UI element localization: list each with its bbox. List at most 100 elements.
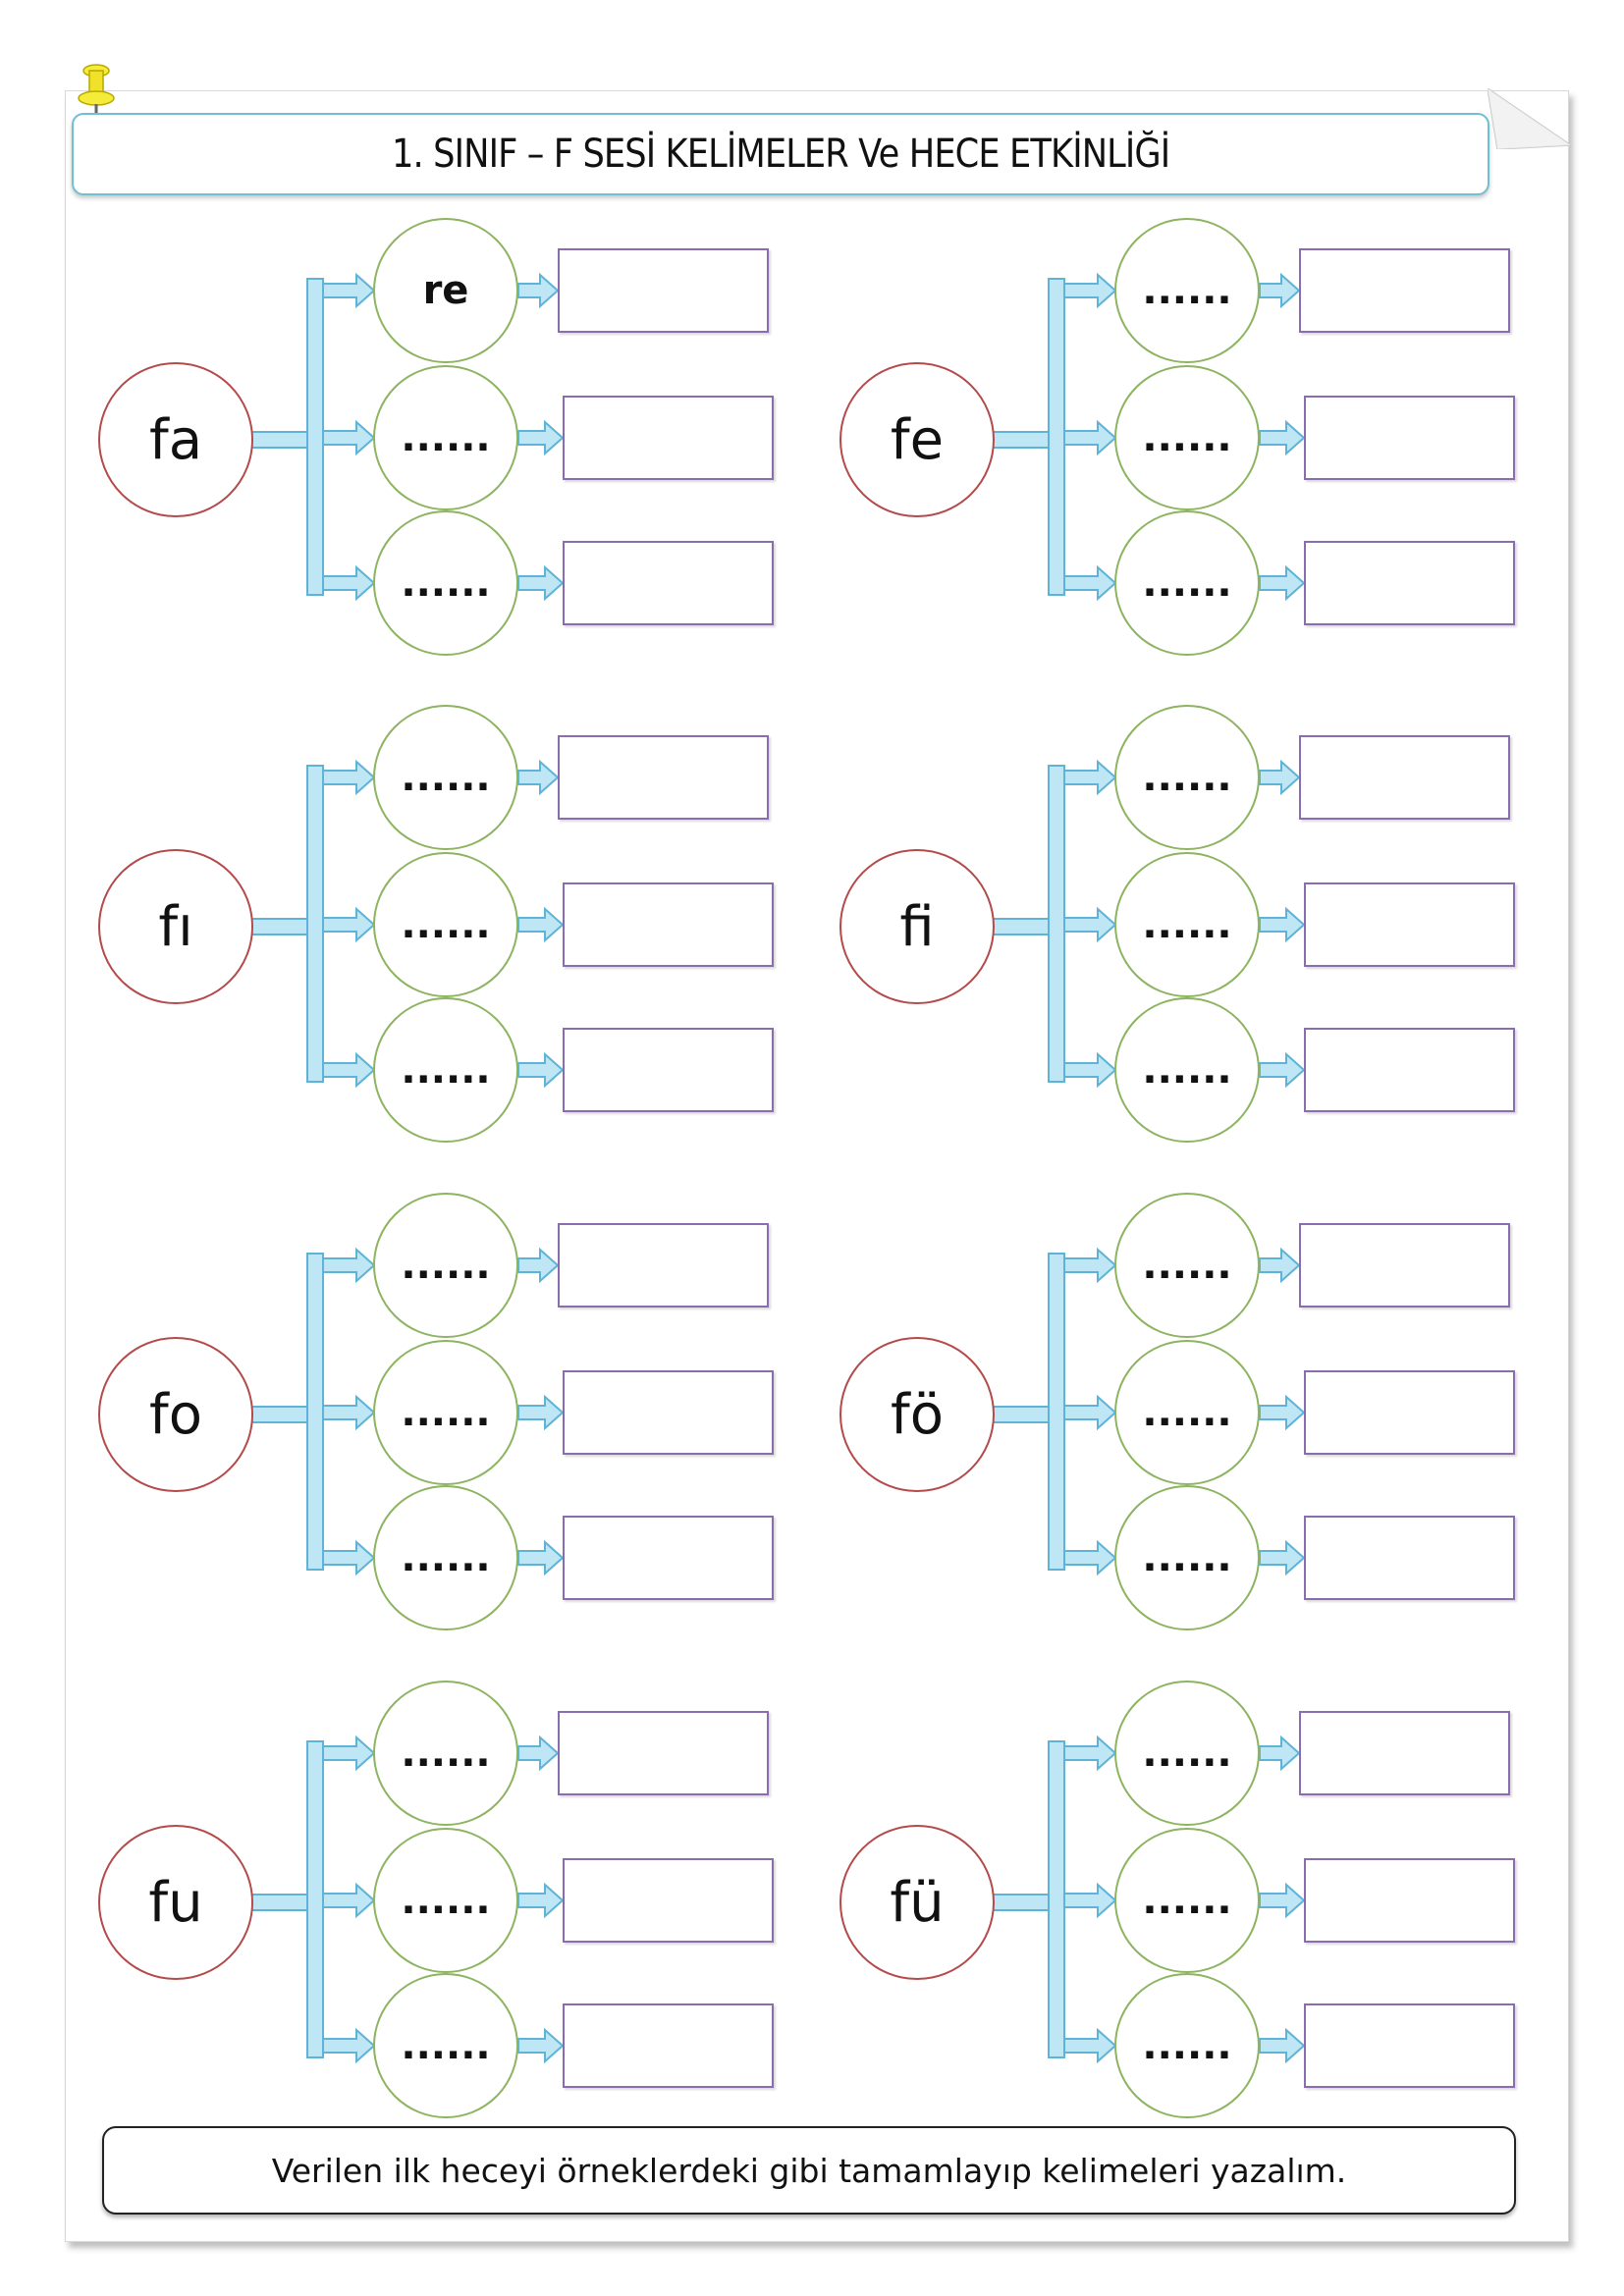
answer-arrow bbox=[1259, 1051, 1306, 1089]
second-syllable-circle[interactable]: ...... bbox=[1114, 1340, 1260, 1485]
second-syllable-circle[interactable]: ...... bbox=[1114, 1828, 1260, 1973]
trunk-bar bbox=[1048, 278, 1065, 596]
word-answer-box[interactable] bbox=[1299, 1711, 1510, 1795]
syllable-circle: fa bbox=[98, 362, 253, 517]
second-syllable-circle[interactable]: ...... bbox=[1114, 1485, 1260, 1630]
second-syllable-circle[interactable]: ...... bbox=[373, 1828, 518, 1973]
branch-arrow bbox=[322, 1394, 376, 1431]
second-syllable-circle[interactable]: ...... bbox=[1114, 1973, 1260, 2118]
answer-arrow bbox=[517, 1539, 565, 1576]
second-syllable-circle[interactable]: ...... bbox=[373, 1485, 518, 1630]
word-answer-box[interactable] bbox=[1299, 248, 1510, 333]
second-syllable-circle[interactable]: ...... bbox=[1114, 997, 1260, 1143]
stem-bar bbox=[991, 1894, 1050, 1911]
stem-bar bbox=[249, 1894, 308, 1911]
second-syllable-circle[interactable]: ...... bbox=[373, 705, 518, 850]
trunk-bar bbox=[306, 1253, 324, 1571]
word-answer-box[interactable] bbox=[1304, 396, 1515, 480]
answer-arrow bbox=[517, 272, 560, 309]
syllable-label: fe bbox=[890, 407, 945, 472]
word-answer-box[interactable] bbox=[558, 735, 769, 820]
second-syllable-circle[interactable]: ...... bbox=[373, 997, 518, 1143]
word-answer-box[interactable] bbox=[1304, 882, 1515, 967]
answer-arrow bbox=[517, 759, 560, 796]
second-syllable-circle[interactable]: ...... bbox=[1114, 365, 1260, 510]
branch-arrows bbox=[249, 1247, 565, 1576]
syllable-circle: fo bbox=[98, 1337, 253, 1492]
second-syllable-circle[interactable]: ...... bbox=[1114, 852, 1260, 997]
syllable-label: fu bbox=[148, 1870, 203, 1935]
second-syllable-text: ...... bbox=[1142, 1878, 1232, 1923]
second-syllable-text: ...... bbox=[1142, 1047, 1232, 1093]
second-syllable-text: ...... bbox=[1142, 1390, 1232, 1435]
word-answer-box[interactable] bbox=[1304, 1858, 1515, 1943]
answer-arrow bbox=[1259, 272, 1301, 309]
word-answer-box[interactable] bbox=[563, 882, 774, 967]
second-syllable-circle[interactable]: ...... bbox=[373, 510, 518, 656]
branch-arrow bbox=[1063, 1539, 1117, 1576]
answer-arrow bbox=[1259, 564, 1306, 602]
trunk-bar bbox=[1048, 765, 1065, 1083]
second-syllable-circle[interactable]: ...... bbox=[1114, 510, 1260, 656]
branch-arrow bbox=[1063, 906, 1117, 943]
second-syllable-text: ...... bbox=[1142, 755, 1232, 800]
second-syllable-circle[interactable]: ...... bbox=[373, 852, 518, 997]
branch-arrow bbox=[1063, 1735, 1117, 1772]
word-answer-box[interactable] bbox=[563, 1516, 774, 1600]
word-answer-box[interactable] bbox=[563, 541, 774, 625]
answer-arrow bbox=[1259, 906, 1306, 943]
instruction-text: Verilen ilk heceyi örneklerdeki gibi tam… bbox=[271, 2151, 1347, 2190]
stem-bar bbox=[991, 1406, 1050, 1423]
syllable-label: fo bbox=[149, 1382, 202, 1447]
second-syllable-text: ...... bbox=[1142, 1731, 1232, 1776]
syllable-group: fe.................. bbox=[805, 218, 1515, 656]
stem-bar bbox=[991, 431, 1050, 449]
answer-arrow bbox=[517, 564, 565, 602]
syllable-circle: fu bbox=[98, 1825, 253, 1980]
second-syllable-circle[interactable]: ...... bbox=[1114, 1193, 1260, 1338]
word-answer-box[interactable] bbox=[563, 396, 774, 480]
word-answer-box[interactable] bbox=[558, 1711, 769, 1795]
word-answer-box[interactable] bbox=[1304, 541, 1515, 625]
trunk-bar bbox=[306, 278, 324, 596]
branch-arrow bbox=[322, 1051, 376, 1089]
word-answer-box[interactable] bbox=[1304, 1370, 1515, 1455]
branch-arrows bbox=[991, 1247, 1306, 1576]
word-answer-box[interactable] bbox=[558, 248, 769, 333]
second-syllable-circle[interactable]: ...... bbox=[373, 1193, 518, 1338]
second-syllable-text: ...... bbox=[1142, 561, 1232, 606]
branch-arrow bbox=[322, 1247, 376, 1284]
syllable-group: fa re............ bbox=[64, 218, 774, 656]
word-answer-box[interactable] bbox=[563, 2003, 774, 2088]
second-syllable-circle[interactable]: ...... bbox=[373, 1340, 518, 1485]
second-syllable-circle[interactable]: ...... bbox=[1114, 705, 1260, 850]
second-syllable-circle[interactable]: ...... bbox=[1114, 1681, 1260, 1826]
second-syllable-text: re bbox=[422, 268, 469, 313]
word-answer-box[interactable] bbox=[1304, 1516, 1515, 1600]
second-syllable-circle[interactable]: re bbox=[373, 218, 518, 363]
word-answer-box[interactable] bbox=[1304, 1028, 1515, 1112]
syllable-group: fö.................. bbox=[805, 1193, 1515, 1630]
word-answer-box[interactable] bbox=[1304, 2003, 1515, 2088]
answer-arrow bbox=[1259, 419, 1306, 456]
answer-arrow bbox=[1259, 1735, 1301, 1772]
second-syllable-text: ...... bbox=[401, 755, 491, 800]
second-syllable-circle[interactable]: ...... bbox=[1114, 218, 1260, 363]
syllable-label: fi bbox=[899, 894, 935, 959]
word-answer-box[interactable] bbox=[563, 1370, 774, 1455]
trunk-bar bbox=[306, 765, 324, 1083]
second-syllable-circle[interactable]: ...... bbox=[373, 365, 518, 510]
second-syllable-text: ...... bbox=[1142, 2023, 1232, 2068]
branch-arrow bbox=[1063, 1394, 1117, 1431]
word-answer-box[interactable] bbox=[563, 1028, 774, 1112]
second-syllable-circle[interactable]: ...... bbox=[373, 1973, 518, 2118]
page-fold-icon bbox=[1488, 88, 1571, 149]
word-answer-box[interactable] bbox=[1299, 1223, 1510, 1308]
syllable-group: fi.................. bbox=[805, 705, 1515, 1143]
branch-arrow bbox=[1063, 564, 1117, 602]
word-answer-box[interactable] bbox=[558, 1223, 769, 1308]
word-answer-box[interactable] bbox=[1299, 735, 1510, 820]
second-syllable-circle[interactable]: ...... bbox=[373, 1681, 518, 1826]
word-answer-box[interactable] bbox=[563, 1858, 774, 1943]
answer-arrow bbox=[517, 1394, 565, 1431]
